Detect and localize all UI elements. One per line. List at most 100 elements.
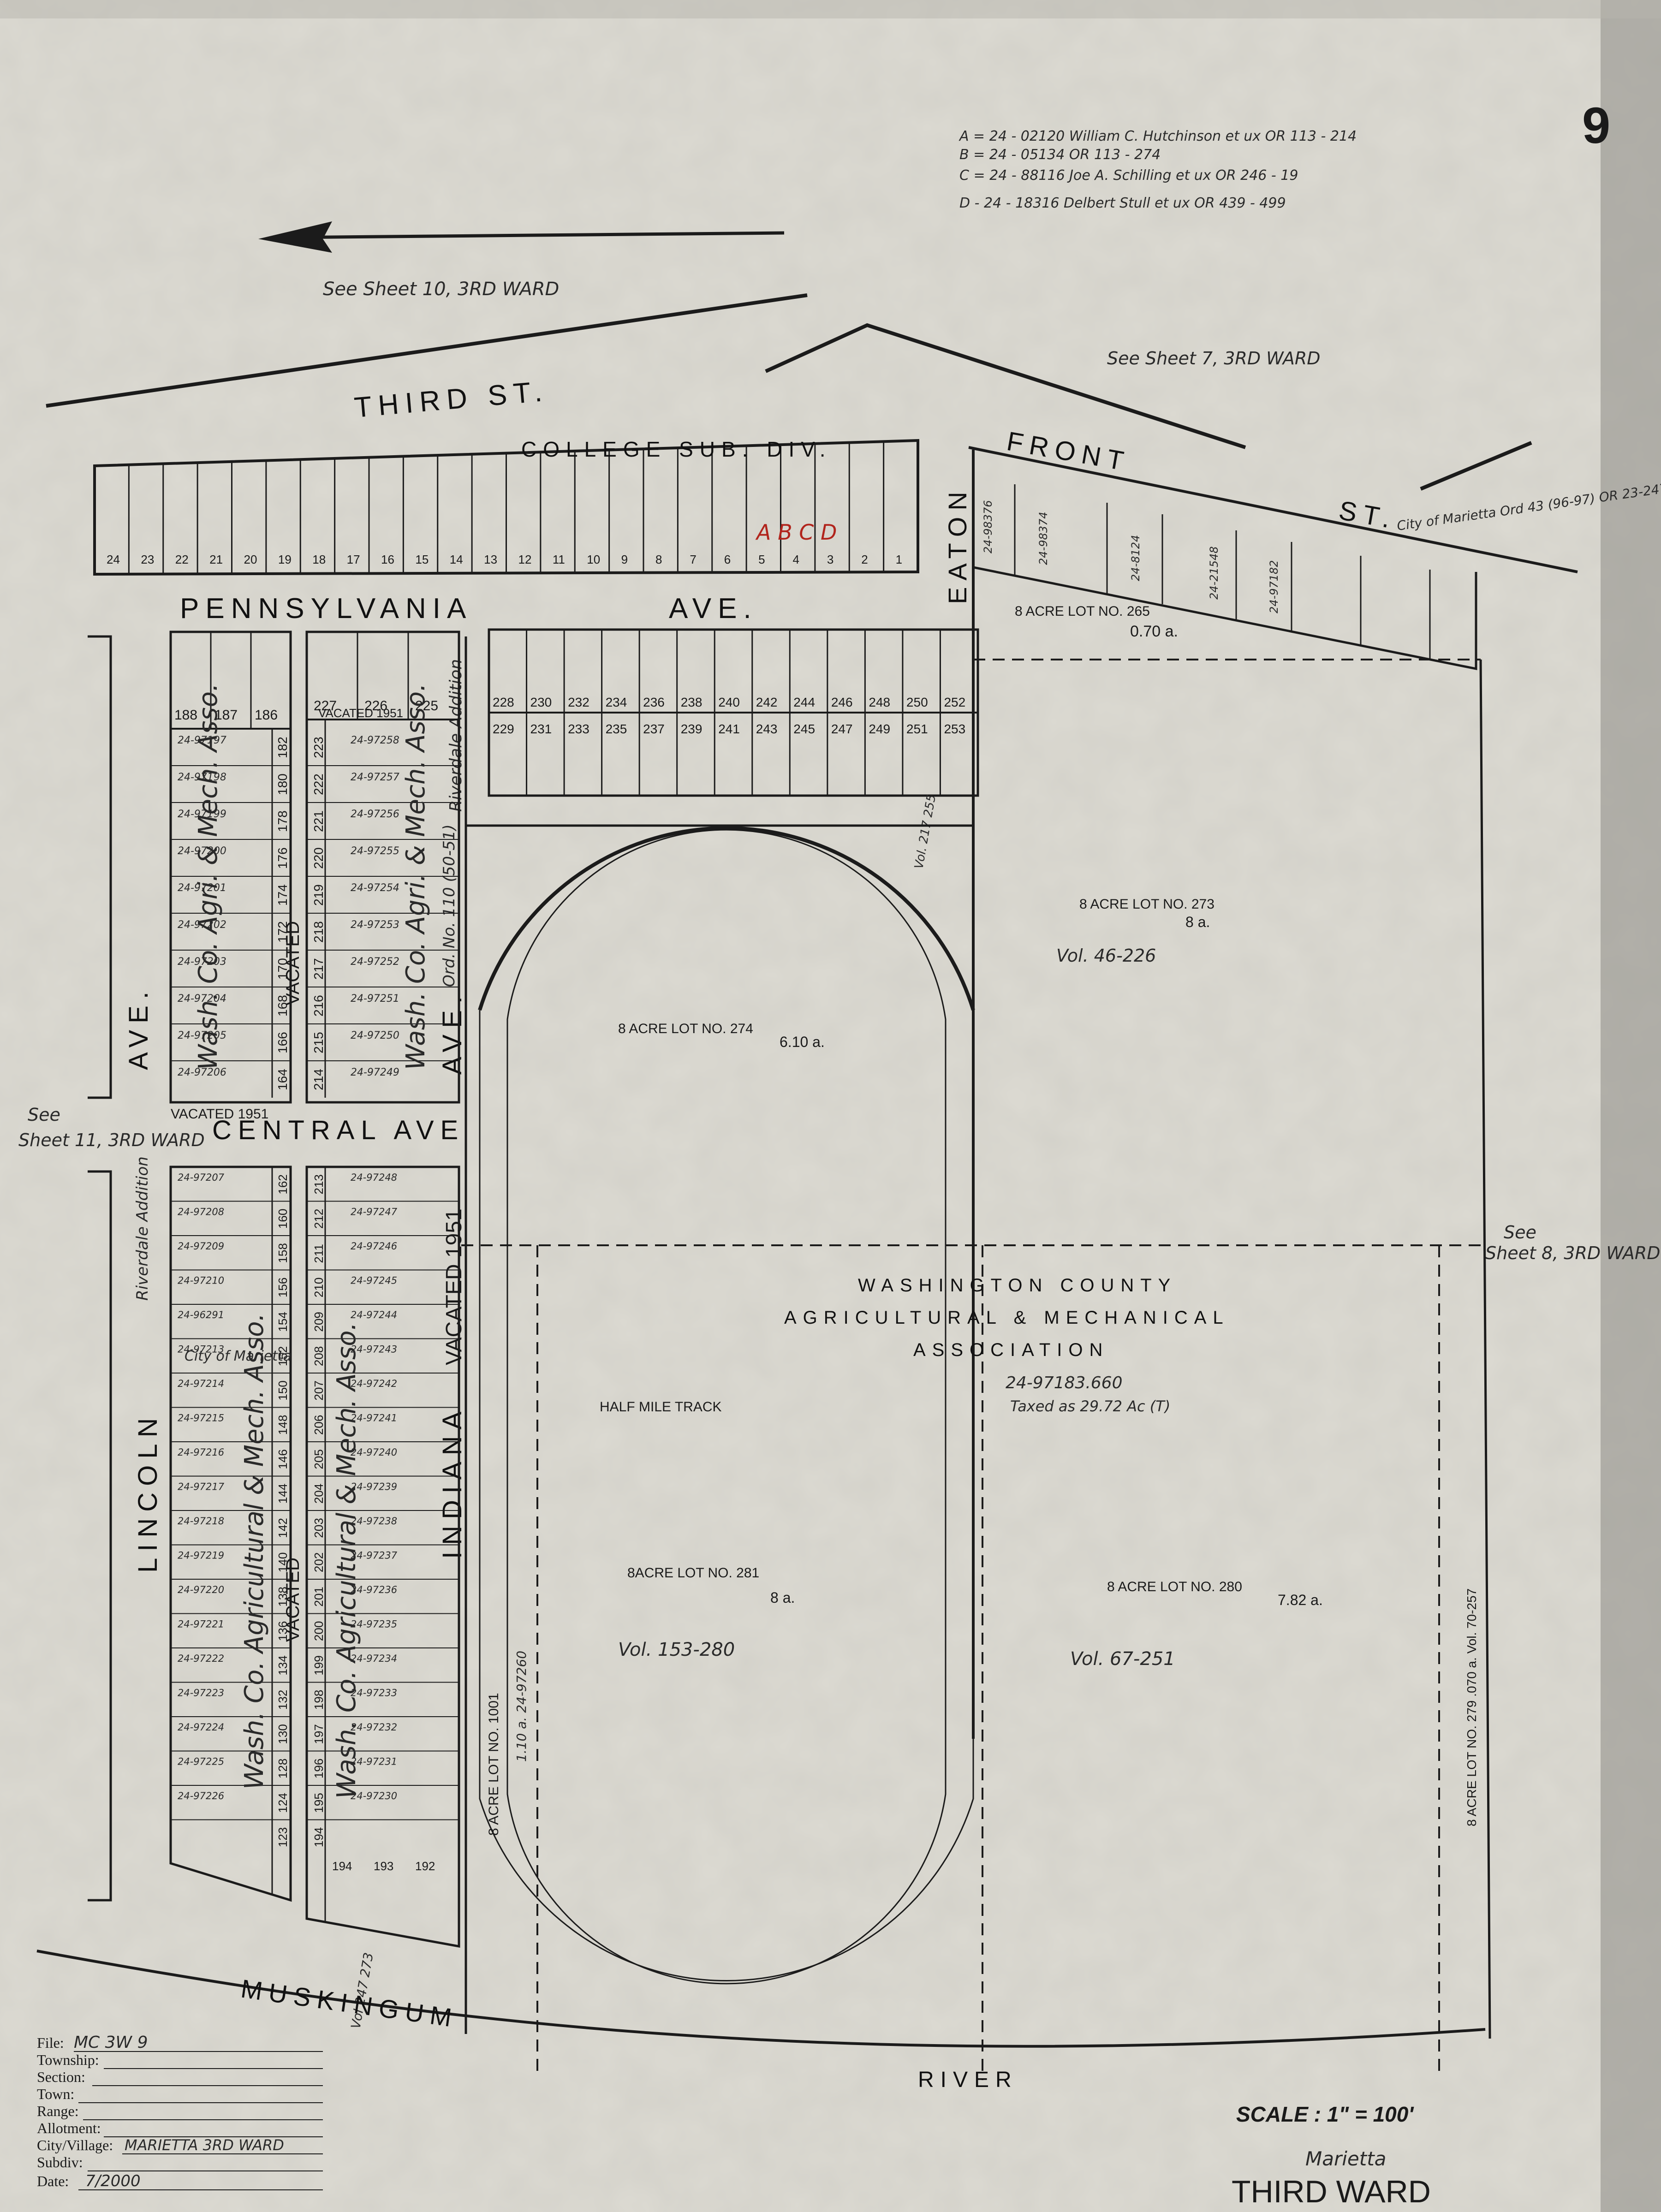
parcel-number: 24-97224 bbox=[178, 1722, 224, 1733]
ref-sheet-10: See Sheet 10, 3RD WARD bbox=[323, 279, 559, 300]
lot-number: 2 bbox=[861, 553, 868, 566]
lot-number: 123 bbox=[276, 1827, 290, 1847]
lot-number: 140 bbox=[276, 1552, 290, 1572]
parcel-number: 24-97251 bbox=[351, 993, 399, 1005]
vacated-alley-upper: VACATED bbox=[283, 921, 303, 1005]
lot-281-area: 8 a. bbox=[770, 1589, 795, 1606]
legend-line-c: C = 24 - 88116 Joe A. Schilling et ux OR… bbox=[959, 167, 1298, 184]
parcel-number: 24-97198 bbox=[178, 772, 226, 783]
vacated-indiana: VACATED 1951 bbox=[442, 1208, 466, 1365]
lot-number: 20 bbox=[244, 553, 257, 566]
half-mile-track-label: HALF MILE TRACK bbox=[600, 1399, 722, 1415]
lot-number: 219 bbox=[311, 884, 326, 906]
lot-number: 134 bbox=[276, 1655, 290, 1675]
parcel-number: 24-97216 bbox=[178, 1447, 224, 1458]
lot-number: 16 bbox=[381, 553, 394, 566]
info-file-value: MC 3W 9 bbox=[74, 2033, 148, 2052]
parcel-number: 24-97208 bbox=[178, 1207, 224, 1218]
parcel-number: 24-97213 bbox=[178, 1344, 224, 1355]
lot-number: 236 bbox=[643, 695, 665, 709]
legend-line-a: A = 24 - 02120 William C. Hutchinson et … bbox=[958, 128, 1357, 144]
info-subdiv-label: Subdiv: bbox=[37, 2154, 83, 2170]
parcel-front-2: 24-8124 bbox=[1129, 535, 1142, 581]
lot-number: 227 bbox=[314, 698, 337, 714]
lot-number: 4 bbox=[793, 553, 799, 566]
lot-265-area: 0.70 a. bbox=[1130, 623, 1178, 640]
pennsylvania-ave-label: PENNSYLVANIA bbox=[180, 593, 472, 624]
scan-edge-right bbox=[1601, 0, 1661, 2212]
parcel-number: 24-97258 bbox=[351, 735, 399, 746]
lot-number: 232 bbox=[568, 695, 589, 709]
lot-number: 253 bbox=[944, 722, 965, 736]
parcel-number: 24-97231 bbox=[351, 1756, 397, 1767]
lot-number: 247 bbox=[831, 722, 853, 736]
lot-number: 8 bbox=[655, 553, 662, 566]
scale-label: SCALE : 1" = 100' bbox=[1236, 2102, 1414, 2126]
info-town-label: Town: bbox=[37, 2086, 74, 2102]
red-parcel-marks: A B C D bbox=[755, 520, 837, 545]
lot-number: 152 bbox=[276, 1346, 290, 1366]
lot-number: 15 bbox=[415, 553, 429, 566]
association-taxed: Taxed as 29.72 Ac (T) bbox=[1010, 1397, 1170, 1415]
lot-number: 225 bbox=[415, 698, 438, 714]
lot-number: 3 bbox=[827, 553, 833, 566]
indiana-ave-upper-label: AVE. bbox=[437, 990, 467, 1075]
lot-number: 130 bbox=[276, 1724, 290, 1744]
parcel-number: 24-97248 bbox=[351, 1172, 397, 1183]
lot-number: 21 bbox=[209, 553, 223, 566]
parcel-number: 24-97257 bbox=[351, 772, 399, 783]
lot-number: 18 bbox=[312, 553, 326, 566]
lot-number: 221 bbox=[311, 810, 326, 832]
info-date-label: Date: bbox=[37, 2173, 69, 2189]
lot-number: 240 bbox=[718, 695, 740, 709]
lot-number: 194 bbox=[312, 1827, 326, 1847]
lincoln-ave: AVE. LINCOLN Riverdale Addition bbox=[88, 635, 163, 1902]
lot-1001-label: 8 ACRE LOT NO. 1001 bbox=[486, 1693, 501, 1836]
lot-number: 217 bbox=[311, 958, 326, 980]
lot-number: 246 bbox=[831, 695, 853, 709]
lot-number: 203 bbox=[312, 1518, 326, 1538]
lot-274-area: 6.10 a. bbox=[780, 1034, 825, 1050]
parcel-number: 24-97220 bbox=[178, 1584, 224, 1595]
parcel-number: 24-97240 bbox=[351, 1447, 397, 1458]
scan-edge-top bbox=[0, 0, 1661, 18]
lot-273-vol: Vol. 46-226 bbox=[1056, 945, 1156, 966]
lot-281-vol: Vol. 153-280 bbox=[618, 1639, 735, 1660]
lot-number: 230 bbox=[530, 695, 552, 709]
lot-number: 13 bbox=[484, 553, 497, 566]
lot-number: 136 bbox=[276, 1621, 290, 1641]
lot-281-label: 8ACRE LOT NO. 281 bbox=[627, 1565, 759, 1581]
lot-number: 206 bbox=[312, 1415, 326, 1435]
parcel-number: 24-97218 bbox=[178, 1516, 224, 1527]
association-line-2: AGRICULTURAL & MECHANICAL bbox=[784, 1308, 1230, 1328]
lot-265-label: 8 ACRE LOT NO. 265 bbox=[1015, 604, 1150, 619]
lot-number: 209 bbox=[312, 1312, 326, 1332]
lot-number: 17 bbox=[347, 553, 360, 566]
parcel-number: 24-97233 bbox=[351, 1688, 397, 1699]
title-third-ward: THIRD WARD bbox=[1232, 2174, 1431, 2209]
lot-number: 212 bbox=[312, 1209, 326, 1229]
parcel-number: 24-97215 bbox=[178, 1413, 224, 1424]
lot-273-area: 8 a. bbox=[1185, 914, 1210, 930]
info-date-value: 7/2000 bbox=[85, 2172, 141, 2190]
lot-number: 244 bbox=[793, 695, 815, 709]
lot-number: 229 bbox=[493, 722, 514, 736]
parcel-number: 24-97256 bbox=[351, 809, 399, 820]
lot-number: 250 bbox=[906, 695, 928, 709]
parcel-number: 24-97255 bbox=[351, 845, 399, 857]
ref-sheet-7: See Sheet 7, 3RD WARD bbox=[1107, 348, 1321, 369]
east-boundary bbox=[1479, 659, 1491, 2039]
parcel-number: 24-97206 bbox=[178, 1067, 226, 1078]
lot-number: 23 bbox=[141, 553, 154, 566]
lot-number: 196 bbox=[312, 1759, 326, 1778]
lot-280-area: 7.82 a. bbox=[1278, 1592, 1323, 1608]
lot-274-label: 8 ACRE LOT NO. 274 bbox=[618, 1021, 753, 1036]
lot-number: 170 bbox=[275, 958, 290, 980]
lot-number: 249 bbox=[869, 722, 890, 736]
lot-number: 10 bbox=[587, 553, 600, 566]
lot-number: 192 bbox=[415, 1859, 435, 1873]
lot-number: 242 bbox=[756, 695, 778, 709]
lot-number: 243 bbox=[756, 722, 778, 736]
info-block: File: MC 3W 9 Township: Section: Town: R… bbox=[37, 2033, 323, 2190]
